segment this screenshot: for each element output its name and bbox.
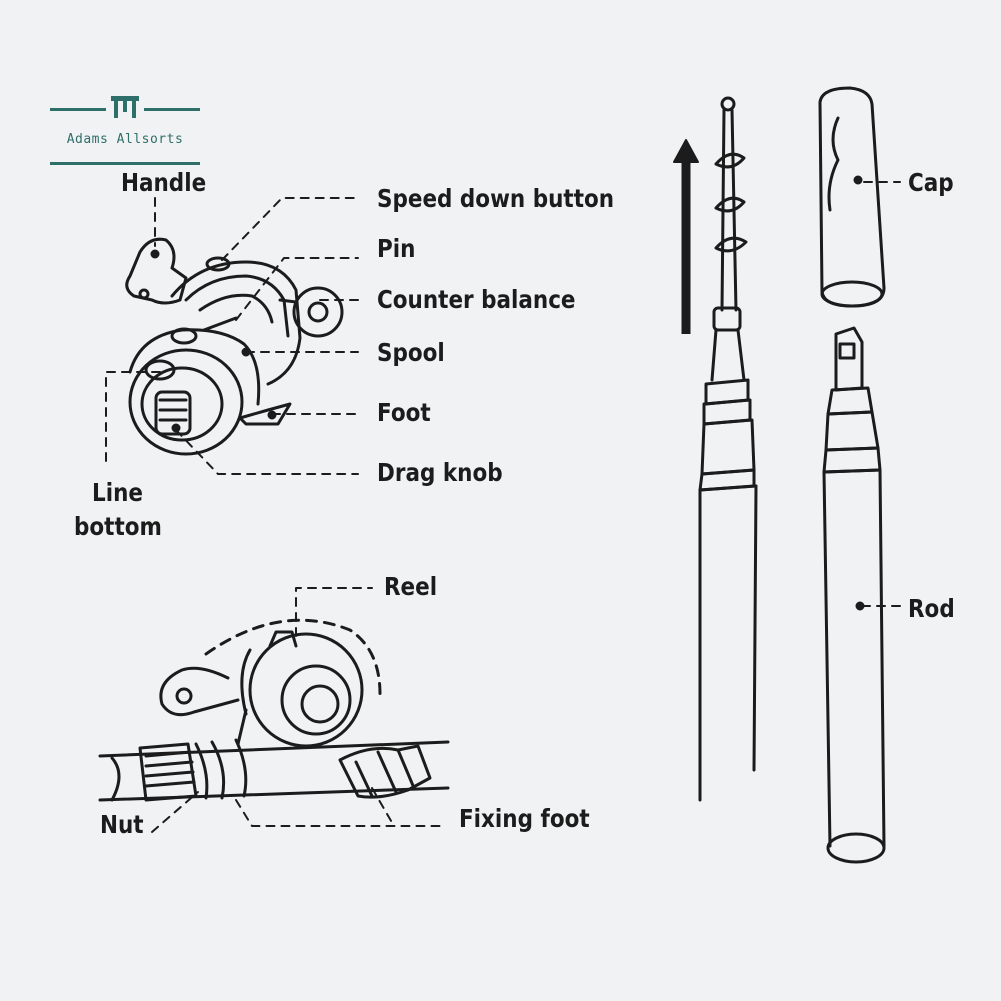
label-nut: Nut bbox=[100, 810, 144, 839]
mounted-reel-illustration bbox=[98, 618, 450, 802]
label-reel: Reel bbox=[384, 572, 438, 601]
label-rod: Rod bbox=[908, 594, 955, 623]
label-speed-down-button: Speed down button bbox=[377, 184, 615, 213]
label-foot: Foot bbox=[377, 398, 431, 427]
leader-lines bbox=[105, 181, 901, 833]
brand-name: Adams Allsorts bbox=[66, 132, 184, 147]
label-counter-balance: Counter balance bbox=[377, 285, 576, 314]
label-drag-knob: Drag knob bbox=[377, 458, 503, 487]
label-line-bottom-line2: bottom bbox=[74, 512, 162, 541]
closed-rod-illustration bbox=[818, 86, 886, 864]
table-icon bbox=[111, 96, 139, 118]
label-handle: Handle bbox=[121, 168, 207, 197]
logo-rule-right bbox=[144, 108, 200, 111]
label-cap: Cap bbox=[908, 168, 954, 197]
label-fixing-foot: Fixing foot bbox=[459, 804, 590, 833]
brand-logo: Adams Allsorts bbox=[50, 92, 202, 168]
label-pin: Pin bbox=[377, 234, 416, 263]
label-line-bottom-line1: Line bbox=[92, 478, 143, 507]
extended-rod-illustration bbox=[673, 96, 758, 802]
reel-illustration bbox=[125, 237, 344, 456]
logo-rule-left bbox=[50, 108, 106, 111]
label-spool: Spool bbox=[377, 338, 445, 367]
logo-rule-bottom bbox=[50, 162, 200, 165]
